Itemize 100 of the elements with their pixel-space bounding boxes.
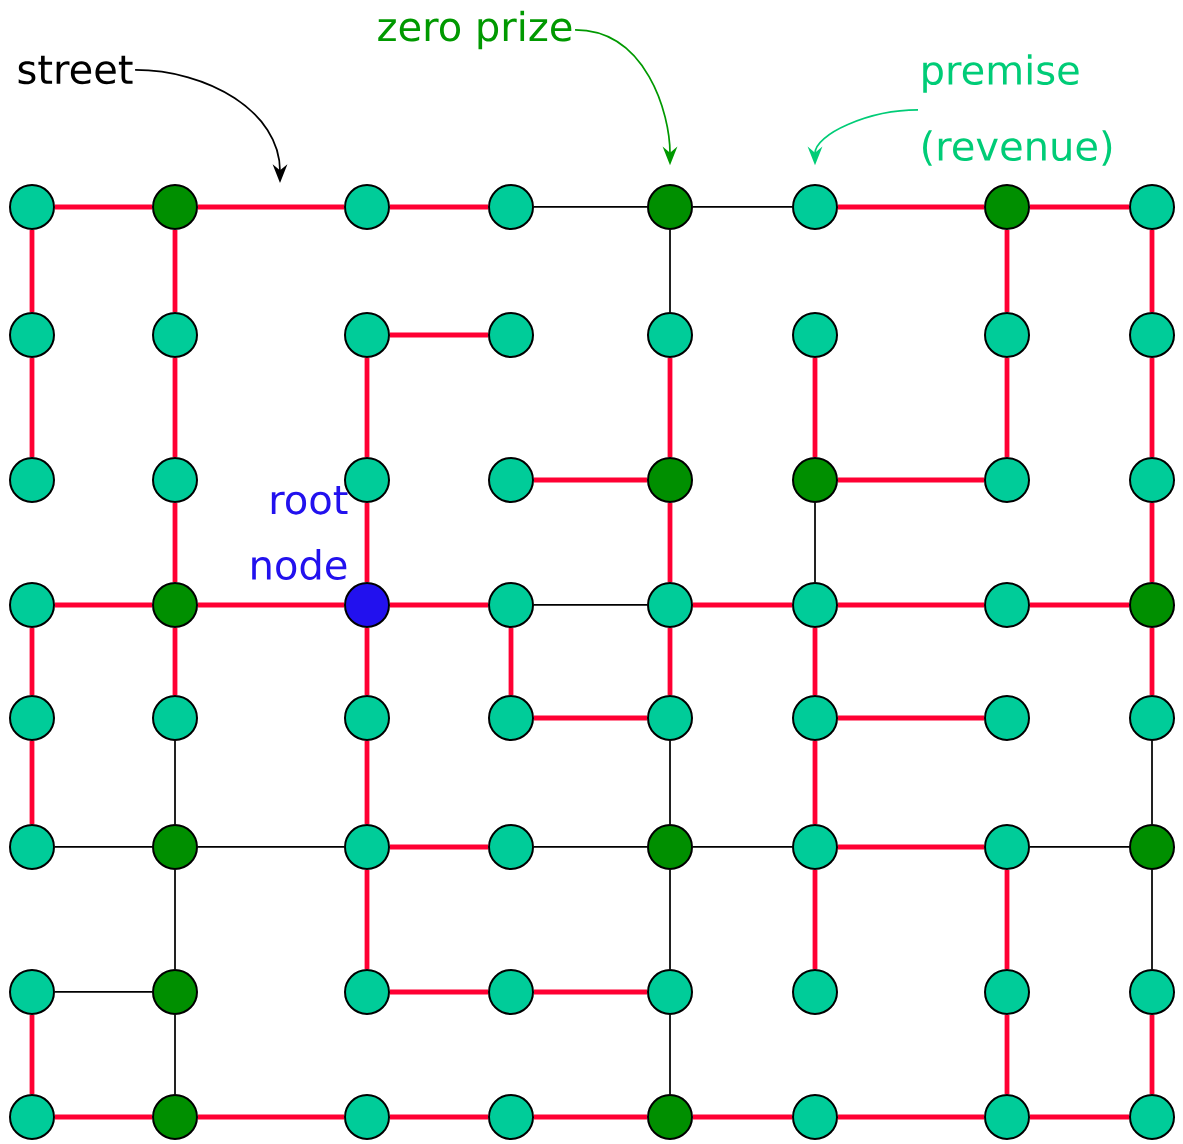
street-line [838,844,984,850]
street-line [29,628,35,695]
graph-node [647,184,693,230]
graph-node [792,582,838,628]
street-line [198,204,344,210]
graph-node [1129,312,1175,358]
street-line [669,740,671,825]
street-line [533,206,648,208]
graph-node [344,695,390,741]
graph-node [984,457,1030,503]
street-line [197,846,345,848]
street-line [364,741,370,824]
street-line [693,602,792,608]
graph-node [344,824,390,870]
street-line [198,1114,344,1120]
graph-node [488,184,534,230]
text-label: premise (revenue) [923,54,1112,166]
graph-node [984,184,1030,230]
street-line [534,715,647,721]
graph-node [9,312,55,358]
street-line [1029,846,1130,848]
graph-node [647,824,693,870]
graph-node [792,457,838,503]
street-line [692,206,793,208]
street-line [390,1114,488,1120]
graph-node [344,312,390,358]
street-line [838,204,984,210]
street-line [29,358,35,457]
graph-node [9,457,55,503]
graph-node [984,969,1030,1015]
graph-node [792,969,838,1015]
street-line [669,869,671,970]
street-line [29,1015,35,1094]
street-line [364,358,370,457]
text-label: zero prize [378,10,572,50]
graph-node [344,582,390,628]
graph-node [488,582,534,628]
graph-node [152,582,198,628]
graph-node [792,184,838,230]
street-line [1004,870,1010,969]
street-line [812,870,818,969]
street-line [1004,1015,1010,1094]
street-line [54,846,153,848]
graph-node [792,312,838,358]
street-line [812,358,818,457]
street-line [172,628,178,695]
graph-node [488,969,534,1015]
graph-node [647,457,693,503]
graph-node [1129,824,1175,870]
street-line [667,358,673,457]
text-label: street [18,55,133,85]
graph-node [984,824,1030,870]
graph-node [488,824,534,870]
graph-node [792,695,838,741]
graph-node [984,582,1030,628]
street-line [693,1114,792,1120]
street-line [172,230,178,312]
graph-node [488,457,534,503]
street-line [1149,628,1155,695]
graph-node [1129,184,1175,230]
street-line [364,628,370,695]
street-line [364,870,370,969]
graph-node [792,1094,838,1140]
street-line [534,477,647,483]
street-line [508,628,514,695]
street-line [534,989,647,995]
node-label: root node [252,486,348,580]
street-line [55,204,152,210]
graph-node [647,969,693,1015]
graph-node [984,312,1030,358]
graph-node [9,1094,55,1140]
street-line [1030,204,1129,210]
street-line [838,602,984,608]
street-line [1149,1015,1155,1094]
graph-node [647,582,693,628]
street-line [1030,602,1129,608]
street-line [390,989,488,995]
graph-node [1129,695,1175,741]
street-line [390,332,488,338]
graph-node [1129,969,1175,1015]
street-line [55,602,152,608]
street-line [390,602,488,608]
street-line [533,846,648,848]
graph-node [488,695,534,741]
graph-node [152,824,198,870]
street-line [29,741,35,824]
street-line [692,846,793,848]
graph-node [152,695,198,741]
street-line [669,229,671,313]
graph-node [344,1094,390,1140]
graph-node [1129,457,1175,503]
street-line [172,358,178,457]
graph-node [792,824,838,870]
street-line [812,741,818,824]
street-line [174,869,176,970]
street-line [814,502,816,583]
graph-node [344,184,390,230]
street-line [1151,869,1153,970]
street-line [667,628,673,695]
graph-node [1129,582,1175,628]
